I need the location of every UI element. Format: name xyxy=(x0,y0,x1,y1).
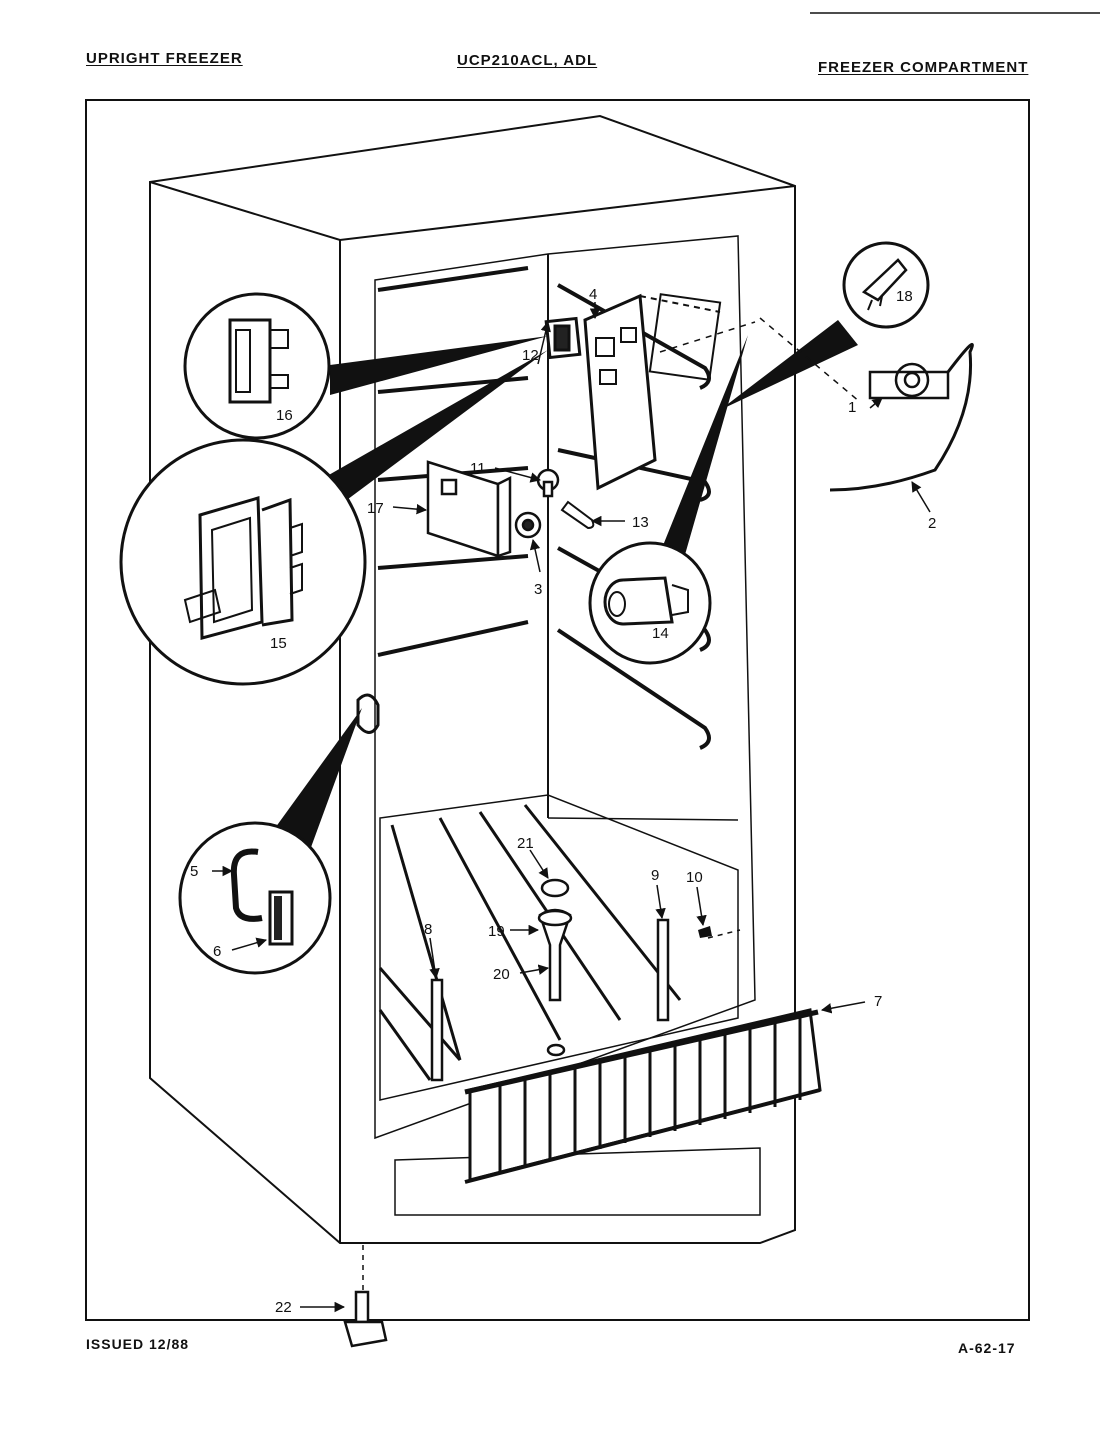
drain-assembly xyxy=(537,878,573,1057)
diagram-frame xyxy=(85,99,1030,1321)
callout-20: 20 xyxy=(493,966,510,983)
callout-labels: 1 2 3 4 5 6 7 8 9 10 11 12 13 14 15 16 1… xyxy=(190,286,936,1316)
inset-5-6-door-stop xyxy=(178,821,332,975)
inset-16-switch xyxy=(183,292,331,440)
rocker-switch-mounted xyxy=(544,316,582,360)
left-basket-rail xyxy=(430,978,444,1082)
callout-13: 13 xyxy=(632,514,649,531)
callout-1: 1 xyxy=(848,399,856,416)
leader-lines xyxy=(212,302,931,1313)
leveling-leg xyxy=(343,1245,388,1348)
callout-11: 11 xyxy=(470,460,486,477)
callout-22: 22 xyxy=(275,1299,292,1316)
header-section-title: FREEZER COMPARTMENT xyxy=(818,59,1029,76)
callout-17: 17 xyxy=(367,500,384,517)
thermostat-knob xyxy=(536,468,560,498)
callout-6: 6 xyxy=(213,943,221,960)
callout-5: 5 xyxy=(190,863,198,880)
callout-12: 12 xyxy=(522,347,539,364)
header-model-numbers: UCP210ACL, ADL xyxy=(457,52,598,69)
door-stop-slot xyxy=(356,693,380,734)
callout-9: 9 xyxy=(651,867,659,884)
callout-8: 8 xyxy=(424,921,432,938)
callout-16: 16 xyxy=(276,407,293,424)
inset-18-clip xyxy=(842,241,930,329)
control-panel xyxy=(583,293,722,491)
light-housing xyxy=(426,460,542,558)
callout-18: 18 xyxy=(896,288,913,305)
callout-3: 3 xyxy=(534,581,542,598)
door-rack xyxy=(464,1008,822,1184)
inset-15-switch xyxy=(119,438,367,686)
footer-issued-date: ISSUED 12/88 xyxy=(86,1336,190,1352)
drain-plug xyxy=(698,926,712,938)
callout-19: 19 xyxy=(488,923,505,940)
header-product: UPRIGHT FREEZER xyxy=(86,50,243,67)
right-basket-rail xyxy=(656,918,670,1022)
kick-plate xyxy=(394,1147,761,1216)
callout-14: 14 xyxy=(652,625,669,642)
callout-7: 7 xyxy=(874,993,882,1010)
callout-2: 2 xyxy=(928,515,936,532)
callout-21: 21 xyxy=(517,835,534,852)
callout-15: 15 xyxy=(270,635,287,652)
inset-pointers xyxy=(270,320,858,850)
callout-4: 4 xyxy=(589,286,597,303)
callout-10: 10 xyxy=(686,869,703,886)
inset-14-light-socket xyxy=(588,541,712,665)
thermostat-assembly xyxy=(829,343,974,492)
footer-page-code: A-62-17 xyxy=(958,1340,1016,1356)
